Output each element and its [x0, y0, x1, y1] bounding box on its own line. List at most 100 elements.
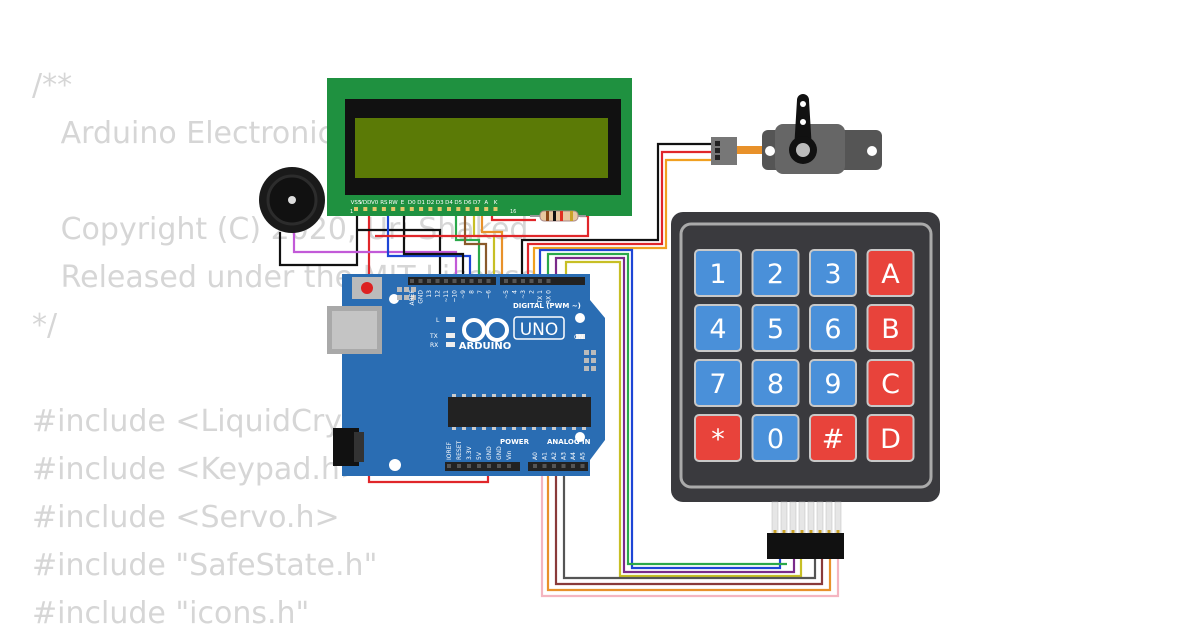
digital-pin-label: ~5	[503, 290, 510, 299]
power-pin[interactable]	[477, 464, 481, 468]
keypad-key[interactable]: 6	[809, 304, 857, 352]
lcd-pin[interactable]	[381, 207, 386, 211]
digital-pin-label: TX 1	[537, 290, 544, 305]
lcd-pin[interactable]	[409, 207, 414, 211]
keypad-key-label: 7	[709, 369, 726, 400]
wire-key-5	[540, 462, 840, 598]
lcd-pin[interactable]	[400, 207, 405, 211]
analog-pin-label: A0	[532, 452, 539, 460]
keypad-key[interactable]: *	[694, 414, 742, 462]
lcd-pin[interactable]	[428, 207, 433, 211]
keypad-key[interactable]: A	[866, 249, 915, 297]
analog-pin[interactable]	[552, 464, 556, 468]
keypad-key[interactable]: 5	[751, 304, 800, 352]
wire-ground-2	[357, 228, 442, 278]
digital-pin-label: ~6	[486, 290, 493, 299]
digital-pin[interactable]	[452, 279, 457, 283]
lcd-pin[interactable]	[456, 207, 461, 211]
analog-pin[interactable]	[542, 464, 547, 468]
keypad-key[interactable]: 9	[809, 359, 857, 407]
arduino-brand: ARDUINO	[459, 341, 511, 352]
power-pin[interactable]	[487, 464, 491, 468]
analog-pin-label: A1	[542, 452, 549, 460]
digital-pin[interactable]	[418, 279, 423, 283]
lcd-pin[interactable]	[465, 207, 470, 211]
lcd-pin-label: RS	[380, 200, 388, 206]
digital-pin[interactable]	[512, 279, 517, 283]
keypad-key-label: 6	[824, 314, 841, 345]
power-pin[interactable]	[507, 464, 511, 468]
keypad-key[interactable]: #	[809, 414, 857, 462]
lcd-pin[interactable]	[493, 207, 498, 211]
lcd-pin[interactable]	[447, 207, 451, 211]
digital-pin[interactable]	[427, 279, 431, 283]
digital-pin[interactable]	[504, 279, 508, 283]
lcd-pin[interactable]	[363, 207, 368, 211]
wire-key-6	[546, 462, 832, 592]
lcd-pin-label: D2	[427, 200, 435, 206]
power-pin-label: Vin	[506, 450, 513, 460]
analog-pin[interactable]	[533, 464, 537, 468]
lcd-pin[interactable]	[437, 207, 442, 211]
lcd-pin-last: 16	[510, 209, 516, 215]
digital-pin[interactable]	[435, 279, 440, 283]
digital-pin[interactable]	[444, 279, 448, 283]
keypad-key[interactable]: 8	[751, 359, 800, 407]
digital-pin-label: AREF	[409, 289, 416, 305]
digital-pin[interactable]	[461, 279, 465, 283]
wire-key-3	[554, 256, 796, 574]
power-pin[interactable]	[497, 464, 501, 468]
wire-key-8	[562, 462, 817, 580]
power-pin-label: GND	[496, 446, 503, 460]
digital-pin[interactable]	[410, 279, 414, 283]
lcd-pin[interactable]	[372, 207, 377, 211]
wire-servo-sig2	[532, 158, 713, 278]
wire-buzzer	[292, 232, 458, 278]
digital-pin[interactable]	[529, 279, 534, 283]
keypad-key[interactable]: 1	[694, 249, 742, 297]
lcd-pin[interactable]	[484, 207, 489, 211]
digital-pin-label: GND	[418, 290, 425, 304]
digital-pin-label: RX 0	[546, 290, 553, 304]
digital-pin[interactable]	[469, 279, 474, 283]
keypad-key[interactable]: C	[866, 359, 915, 407]
keypad-key[interactable]: 7	[694, 359, 742, 407]
wire-key-2	[546, 252, 787, 566]
wire-d5	[463, 210, 488, 278]
lcd-pin[interactable]	[474, 207, 479, 211]
arduino-model: UNO	[520, 320, 559, 340]
wire-d7	[480, 210, 504, 278]
keypad-key-label: 3	[824, 259, 841, 290]
on-label: ON	[574, 334, 583, 341]
keypad-key[interactable]: 2	[751, 249, 800, 297]
lcd-pin-label: VSS	[351, 200, 362, 206]
analog-pin-label: A2	[551, 452, 558, 460]
digital-pin[interactable]	[478, 279, 482, 283]
power-pin[interactable]	[457, 464, 461, 468]
lcd-pin-label: D3	[436, 200, 444, 206]
analog-pin[interactable]	[580, 464, 585, 468]
keypad-key[interactable]: 3	[809, 249, 857, 297]
keypad-key[interactable]: 4	[694, 304, 742, 352]
analog-pin[interactable]	[561, 464, 566, 468]
power-pin[interactable]	[467, 464, 471, 468]
wire-servo-signal	[520, 142, 713, 278]
keypad-key[interactable]: B	[866, 304, 915, 352]
keypad-key[interactable]: 0	[751, 414, 800, 462]
lcd-pin[interactable]	[354, 207, 358, 211]
digital-pin[interactable]	[546, 279, 551, 283]
digital-pin[interactable]	[521, 279, 525, 283]
power-pin-label: 5V	[476, 451, 483, 460]
lcd-pin[interactable]	[419, 207, 424, 211]
power-pin[interactable]	[447, 464, 451, 468]
keypad-key[interactable]: D	[866, 414, 915, 462]
digital-pin[interactable]	[486, 279, 491, 283]
lcd-pin-label: D1	[417, 200, 425, 206]
lcd-pin[interactable]	[391, 207, 396, 211]
power-header: POWER	[500, 438, 530, 446]
digital-pin[interactable]	[538, 279, 542, 283]
analog-pin[interactable]	[571, 464, 575, 468]
